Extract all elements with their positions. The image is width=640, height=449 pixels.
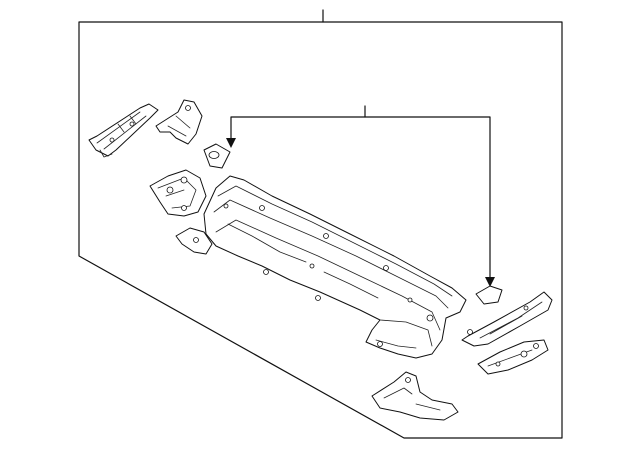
arrow-head-right (485, 277, 495, 287)
left-upper-bracket (88, 103, 159, 158)
left-gusset-bracket (155, 99, 203, 145)
left-small-reinforcement (203, 143, 231, 169)
right-upper-bracket (461, 291, 553, 347)
right-hinge-bracket (477, 339, 549, 375)
arrow-head-left (226, 138, 236, 148)
subassembly-callout (226, 105, 495, 287)
cowl-top-panel (203, 175, 467, 359)
right-small-reinforcement (475, 285, 503, 305)
left-lower-bracket (175, 227, 213, 255)
assembly-frame (78, 21, 563, 439)
left-hinge-bracket (149, 169, 207, 217)
lower-center-bracket (371, 371, 459, 421)
